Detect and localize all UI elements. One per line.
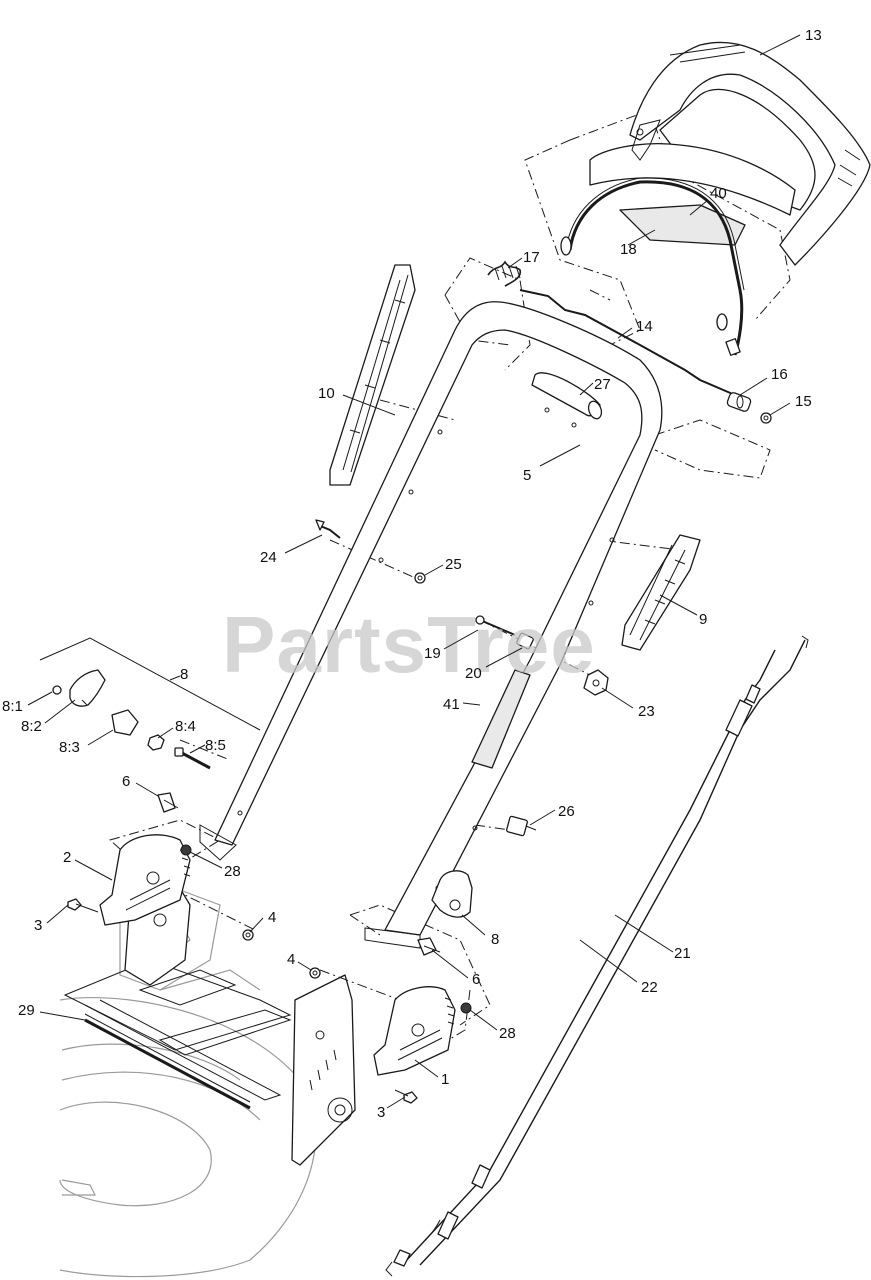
washer-4-right — [309, 967, 321, 979]
pivot-bolt-6-right — [417, 937, 441, 956]
callout-29: 29 — [18, 1002, 35, 1019]
main-handle-5 — [199, 301, 663, 949]
callout-41: 41 — [443, 696, 460, 713]
mower-deck — [59, 889, 317, 1278]
callout-5: 5 — [523, 467, 531, 484]
callout-40: 40 — [710, 185, 727, 202]
cable-guide-10 — [329, 264, 416, 486]
nut-28-right — [460, 1002, 472, 1014]
callout-26: 26 — [558, 803, 575, 820]
callout-8-4: 8:4 — [175, 718, 196, 735]
watermark: PartsTree — [222, 600, 596, 689]
deck-side-plate-right — [291, 974, 356, 1166]
callout-4-right: 4 — [287, 951, 295, 968]
lever-8-exploded — [52, 669, 211, 770]
callout-28-left: 28 — [224, 863, 241, 880]
cable-guide-9 — [621, 534, 701, 651]
decal-41 — [471, 669, 531, 769]
callout-25: 25 — [445, 556, 462, 573]
callout-17: 17 — [523, 249, 540, 266]
washer-15 — [760, 412, 772, 424]
pivot-bolt-6-left — [157, 792, 179, 813]
callout-16: 16 — [771, 366, 788, 383]
leader-lines — [27, 34, 801, 1109]
callout-8-1: 8:1 — [2, 698, 23, 715]
bolt-19 — [475, 615, 516, 636]
clip-26 — [506, 815, 537, 837]
callout-6-right: 6 — [472, 971, 480, 988]
callout-8-3: 8:3 — [59, 739, 80, 756]
callout-24: 24 — [260, 549, 277, 566]
spring-17 — [487, 260, 522, 287]
callout-8-5: 8:5 — [205, 737, 226, 754]
callout-20: 20 — [465, 665, 482, 682]
deck-frame — [63, 959, 292, 1101]
callout-3-left: 3 — [34, 917, 42, 934]
bushing-16 — [726, 392, 752, 412]
bail-bar-18 — [560, 177, 745, 356]
grip-27 — [531, 372, 603, 420]
rear-axle-29 — [84, 1013, 251, 1110]
washer-4-left — [242, 929, 254, 941]
callout-8-right: 8 — [491, 931, 499, 948]
callout-2: 2 — [63, 849, 71, 866]
adjust-plate-2 — [99, 834, 191, 926]
nut-28-left — [180, 844, 192, 856]
callout-15: 15 — [795, 393, 812, 410]
callout-1: 1 — [441, 1071, 449, 1088]
adjust-plate-1 — [373, 986, 456, 1076]
callout-6-left: 6 — [122, 773, 130, 790]
callout-3-right: 3 — [377, 1104, 385, 1121]
upper-handle-13 — [589, 41, 871, 266]
callout-28-right: 28 — [499, 1025, 516, 1042]
nut-25 — [414, 572, 426, 584]
bolt-3-right — [394, 1089, 418, 1104]
brake-rod-14 — [519, 289, 736, 396]
cable-21 — [419, 635, 809, 1266]
callout-14: 14 — [636, 318, 653, 335]
callout-13: 13 — [805, 27, 822, 44]
callout-4-left: 4 — [268, 909, 276, 926]
cable-22 — [385, 649, 776, 1277]
callout-19: 19 — [424, 645, 441, 662]
bolt-3-left — [67, 898, 99, 913]
callout-8-left: 8 — [180, 666, 188, 683]
callout-18: 18 — [620, 241, 637, 258]
assembly-guides — [108, 109, 791, 1046]
spacer-20 — [516, 632, 534, 650]
lever-8-installed — [431, 870, 473, 918]
callout-27: 27 — [594, 376, 611, 393]
callout-9: 9 — [699, 611, 707, 628]
callout-23: 23 — [638, 703, 655, 720]
callout-10: 10 — [318, 385, 335, 402]
callouts: 13 40 18 17 14 16 15 27 5 10 24 25 9 19 … — [2, 27, 822, 1121]
callout-8-2: 8:2 — [21, 718, 42, 735]
callout-21: 21 — [674, 945, 691, 962]
cable-tie-24 — [315, 519, 341, 539]
callout-22: 22 — [641, 979, 658, 996]
group-8-bracket — [39, 637, 261, 731]
